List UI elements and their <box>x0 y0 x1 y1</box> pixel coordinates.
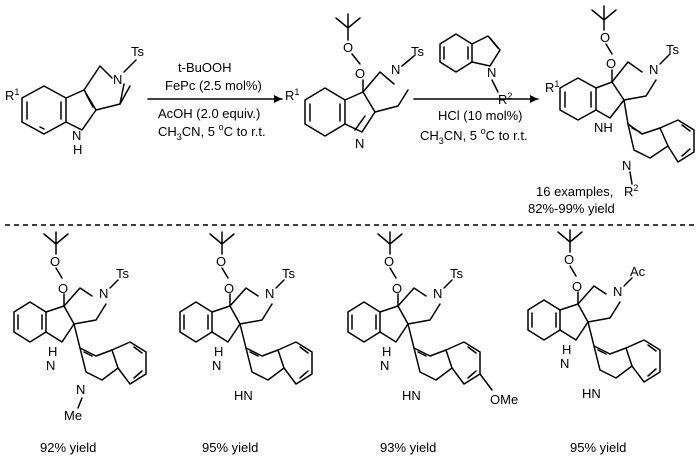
ex4-oxygen-1: O <box>572 279 582 294</box>
reagent-indole-n: N <box>487 65 496 80</box>
ex2-nh: H <box>214 344 223 359</box>
reagent-tbuooh: t-BuOOH <box>178 60 231 75</box>
ex1-nh-n: N <box>46 358 55 373</box>
ex3-nitrogen: N <box>433 286 442 301</box>
prod-tosyl: Ts <box>666 42 680 57</box>
ex3-oxygen-1: O <box>392 281 402 296</box>
product-general-structure: N Ts O O NH N R2 R1 <box>545 5 695 199</box>
ex1-indole-n: N <box>76 382 85 397</box>
ex4-indole-hn: HN <box>582 386 601 401</box>
prod-indoline-nh: NH <box>594 120 613 135</box>
sm-tosyl: Ts <box>131 44 145 59</box>
intermediate-indolenine-peroxide: N Ts N O O R1 <box>285 13 425 151</box>
ex2-tosyl: Ts <box>282 266 296 281</box>
ex1-oxygen-1: O <box>58 281 68 296</box>
ex2-nitrogen: N <box>265 286 274 301</box>
example-2-nh-indole: N Ts O O H N HN <box>179 231 313 403</box>
starting-material-tetrahydro-beta-carboline: N Ts R1 N H <box>5 44 145 157</box>
ex2-indole-hn: HN <box>234 388 253 403</box>
ex3-methoxy: OMe <box>490 392 518 407</box>
reagent-n-substituted-indole: N R2 <box>439 33 512 107</box>
step1-solvent: CH3CN, 5 oC to r.t. <box>158 122 266 142</box>
ex1-methyl: Me <box>64 408 82 423</box>
int-nitrogen: N <box>391 62 400 77</box>
reagent-hcl: HCl (10 mol%) <box>438 108 523 123</box>
example-2-yield: 95% yield <box>202 440 258 455</box>
scope-examples: 16 examples, <box>536 184 613 199</box>
example-3-methoxy: N Ts O O H N OMe HN <box>347 231 518 407</box>
prod-indole-n: N <box>622 158 631 173</box>
ex1-nitrogen: N <box>99 286 108 301</box>
prod-nitrogen: N <box>649 62 658 77</box>
sm-indole-n: N <box>72 128 81 143</box>
step2-solvent: CH3CN, 5 oC to r.t. <box>420 126 528 146</box>
ex4-acetyl: Ac <box>630 264 646 279</box>
example-1-yield: 92% yield <box>40 440 96 455</box>
int-oxygen-2: O <box>343 40 353 55</box>
ex3-tosyl: Ts <box>450 266 464 281</box>
prod-oxygen-2: O <box>600 30 610 45</box>
ex4-nh: H <box>562 342 571 357</box>
ex1-tosyl: Ts <box>116 266 130 281</box>
ex4-nitrogen: N <box>613 284 622 299</box>
prod-r2: R2 <box>624 183 638 199</box>
sm-nitrogen: N <box>113 72 122 87</box>
int-r1: R1 <box>285 87 299 103</box>
example-4-acetyl: N Ac O O H N HN <box>527 229 661 401</box>
ex4-nh-n: N <box>560 356 569 371</box>
reagent-acoh: AcOH (2.0 equiv.) <box>158 106 260 121</box>
example-3-yield: 93% yield <box>380 440 436 455</box>
reagent-fepc: FePc (2.5 mol%) <box>165 78 262 93</box>
scope-yield-range: 82%-99% yield <box>528 201 615 216</box>
ex2-oxygen-2: O <box>216 254 226 269</box>
int-tosyl: Ts <box>411 44 425 59</box>
ex3-nh-n: N <box>380 358 389 373</box>
ex2-nh-n: N <box>212 358 221 373</box>
ex1-oxygen-2: O <box>50 254 60 269</box>
example-4-yield: 95% yield <box>570 440 626 455</box>
int-oxygen-1: O <box>355 66 365 81</box>
ex1-nh: H <box>48 344 57 359</box>
int-imine-n: N <box>355 136 364 151</box>
ex2-oxygen-1: O <box>224 281 234 296</box>
reagent-r2: R2 <box>498 91 512 107</box>
ex3-indole-hn: HN <box>402 388 421 403</box>
ex4-oxygen-2: O <box>564 252 574 267</box>
reaction-arrow-1 <box>147 95 283 103</box>
prod-r1: R1 <box>545 79 559 95</box>
ex3-nh: H <box>382 344 391 359</box>
ex3-oxygen-2: O <box>384 254 394 269</box>
prod-oxygen-1: O <box>606 56 616 71</box>
reaction-arrow-2 <box>413 95 539 103</box>
sm-indole-h: H <box>73 142 82 157</box>
sm-r1: R1 <box>5 87 19 103</box>
example-1-n-methyl: N Ts O O H N N Me <box>13 231 147 423</box>
